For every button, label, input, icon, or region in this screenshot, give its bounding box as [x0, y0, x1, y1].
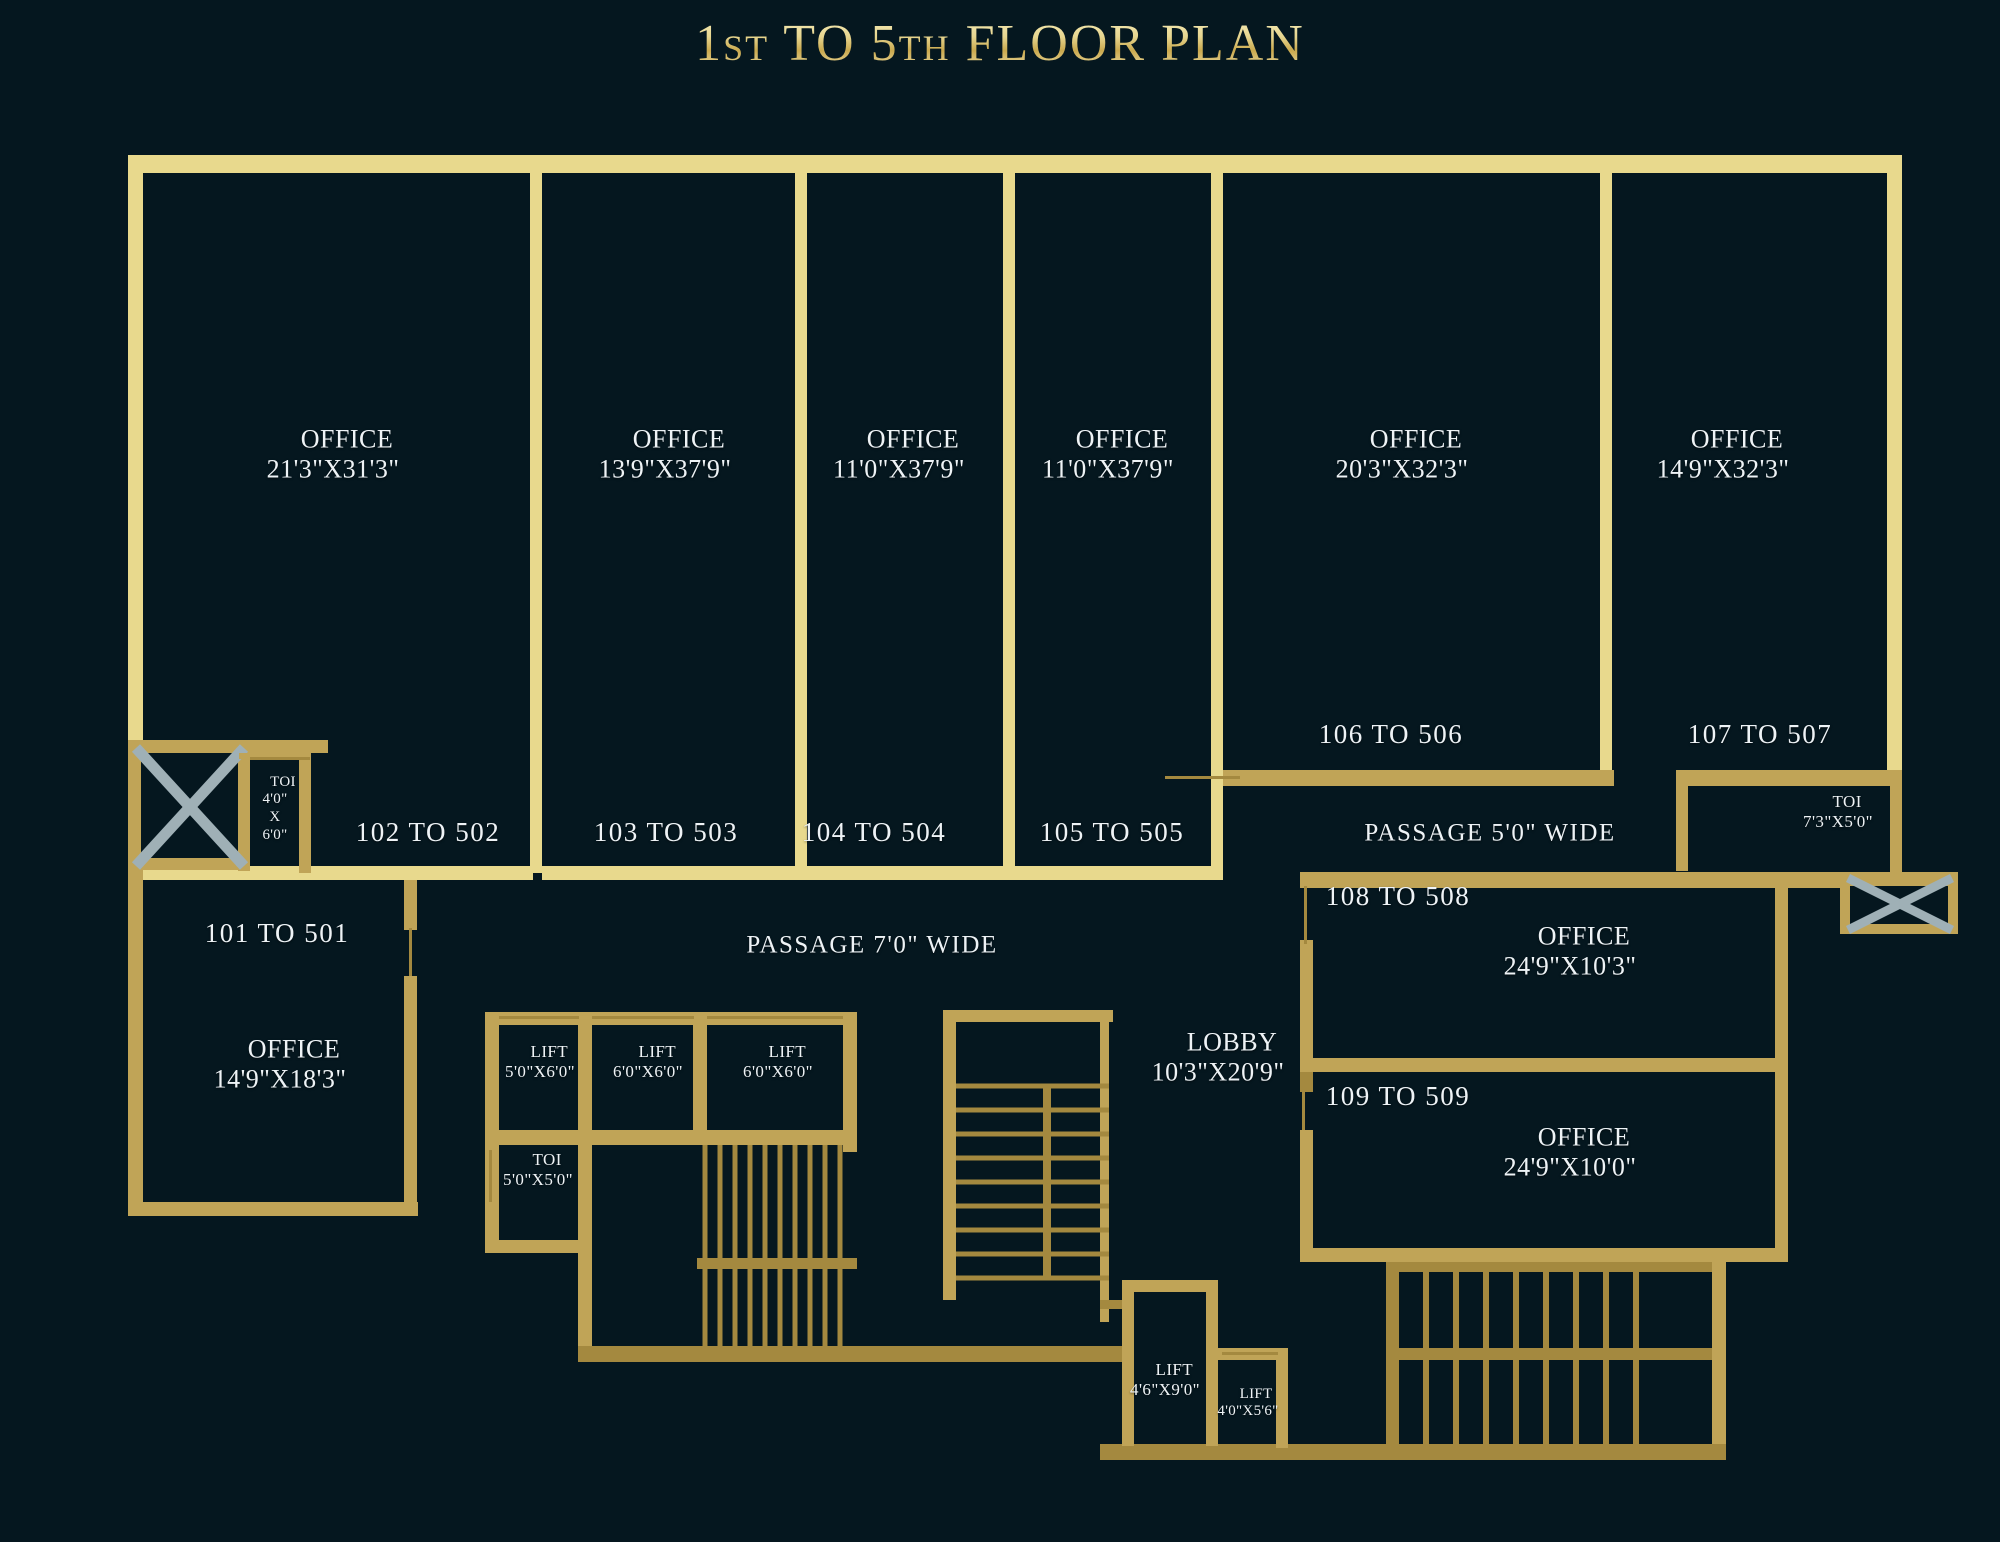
unit-109-label: 109 TO 509 [1325, 1081, 1471, 1112]
passage-main-label: PASSAGE 7'0" WIDE [746, 931, 998, 959]
office-103-size: 13'9"X37'9" [598, 454, 732, 484]
office-101-size: 14'9"X18'3" [213, 1064, 347, 1094]
stair-right [1386, 1262, 1712, 1444]
office-108-name: OFFICE [1537, 920, 1631, 950]
office-104-size: 11'0"X37'9" [833, 454, 965, 484]
unit-106-label: 106 TO 506 [1318, 719, 1464, 750]
lift-4-name: LIFT [1155, 1359, 1194, 1379]
toi-left-line2: X [269, 809, 281, 826]
unit-102-label: 102 TO 502 [355, 817, 501, 848]
toi-right-size: 7'3"X5'0" [1803, 811, 1873, 831]
office-104-name: OFFICE [866, 423, 960, 453]
lobby-size: 10'3"X20'9" [1151, 1057, 1285, 1087]
lift-4-size: 4'6"X9'0" [1130, 1379, 1200, 1399]
office-103-name: OFFICE [632, 423, 726, 453]
unit-101-label: 101 TO 501 [204, 918, 350, 949]
office-107-size: 14'9"X32'3" [1656, 454, 1790, 484]
office-108-size: 24'9"X10'3" [1503, 951, 1637, 981]
lift-2-size: 6'0"X6'0" [613, 1061, 683, 1081]
office-102-name: OFFICE [300, 423, 394, 453]
office-107-name: OFFICE [1690, 423, 1784, 453]
lift-5-name: LIFT [1239, 1385, 1273, 1402]
office-105-name: OFFICE [1075, 423, 1169, 453]
passage-right-label: PASSAGE 5'0" WIDE [1364, 819, 1616, 847]
lift-core-walls [485, 1012, 1123, 1362]
unit-104-label: 104 TO 504 [801, 817, 947, 848]
toi-left-name: TOI [270, 773, 296, 790]
toi-left-line1: 4'0" [262, 791, 288, 808]
office-108-109-walls [1100, 872, 1788, 1460]
lift-5-size: 4'0"X5'6" [1217, 1403, 1279, 1420]
lift-3-name: LIFT [768, 1041, 807, 1061]
stair-left [697, 1145, 857, 1346]
office-101-name: OFFICE [247, 1033, 341, 1063]
lower-lift-walls [1122, 1280, 1288, 1448]
unit-108-label: 108 TO 508 [1325, 881, 1471, 912]
left-wing-walls [128, 740, 418, 1216]
office-109-name: OFFICE [1537, 1121, 1631, 1151]
toi-right-name: TOI [1832, 791, 1862, 811]
office-106-size: 20'3"X32'3" [1335, 454, 1469, 484]
office-105-size: 11'0"X37'9" [1042, 454, 1174, 484]
office-102-size: 21'3"X31'3" [266, 454, 400, 484]
unit-105-label: 105 TO 505 [1039, 817, 1185, 848]
lift-3-size: 6'0"X6'0" [743, 1061, 813, 1081]
toi-left-line3: 6'0" [262, 826, 288, 843]
outer-walls [128, 155, 1902, 775]
toi-core-name: TOI [532, 1149, 562, 1169]
office-106-name: OFFICE [1369, 423, 1463, 453]
lift-1-size: 5'0"X6'0" [505, 1061, 575, 1081]
lobby-name: LOBBY [1186, 1026, 1278, 1056]
stair-center [943, 1010, 1134, 1322]
unit-103-label: 103 TO 503 [593, 817, 739, 848]
toi-core-size: 5'0"X5'0" [503, 1169, 573, 1189]
lift-2-name: LIFT [638, 1041, 677, 1061]
unit-107-label: 107 TO 507 [1687, 719, 1833, 750]
lift-1-name: LIFT [530, 1041, 569, 1061]
office-109-size: 24'9"X10'0" [1503, 1152, 1637, 1182]
